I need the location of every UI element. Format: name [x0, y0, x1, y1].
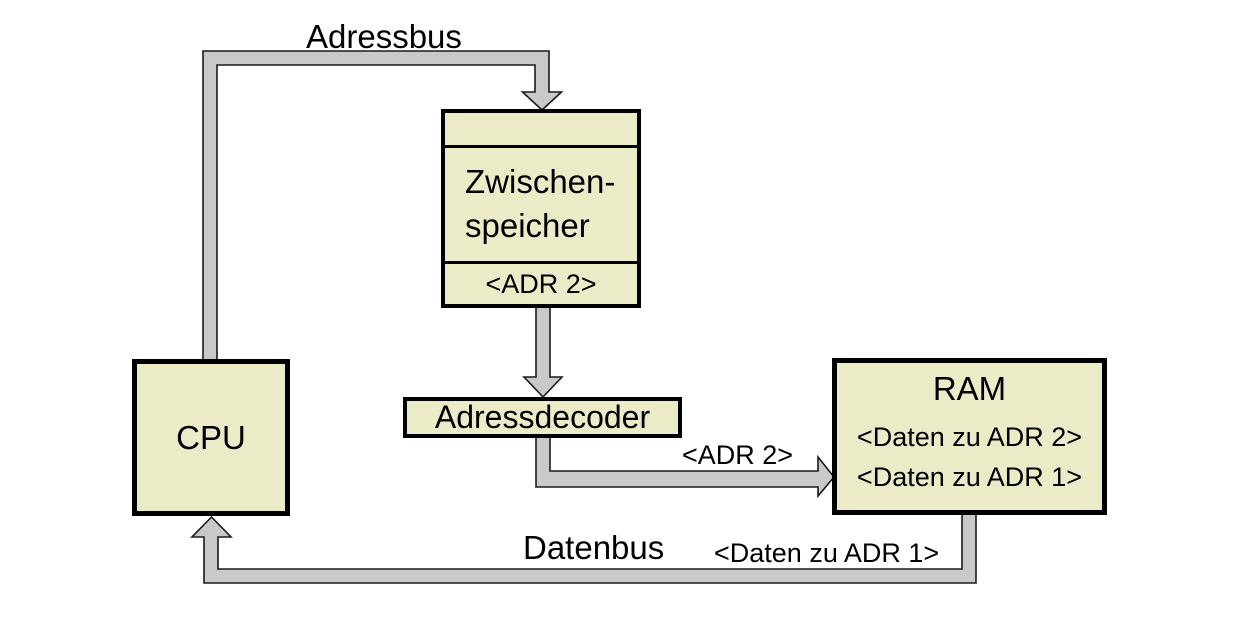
adr2-bus-label: <ADR 2>	[682, 440, 794, 470]
ram-box: RAM <Daten zu ADR 2> <Daten zu ADR 1>	[832, 358, 1107, 515]
adressbus-label: Adressbus	[306, 18, 462, 55]
ram-row-adr2: <Daten zu ADR 2>	[856, 422, 1083, 452]
ram-row-adr1: <Daten zu ADR 1>	[856, 462, 1083, 492]
decoder-to-ram-pipe	[535, 436, 836, 499]
buffer-label: Zwischen- speicher	[445, 148, 637, 264]
address-decoder-box: Adressdecoder	[403, 397, 682, 438]
buffer-to-decoder-pipe	[522, 306, 564, 399]
buffer-register-slot: <ADR 2>	[445, 264, 637, 304]
adressbus-pipe	[202, 50, 564, 361]
buffer-register-value: <ADR 2>	[485, 268, 597, 299]
buffer-box: Zwischen- speicher <ADR 2>	[441, 109, 641, 308]
datenbus-pipe	[190, 513, 977, 584]
address-decoder-label: Adressdecoder	[434, 399, 651, 435]
cpu-box: CPU	[132, 359, 290, 516]
buffer-label-line1: Zwischen-	[465, 163, 616, 200]
daten-zu-adr1-bus-label: <Daten zu ADR 1>	[714, 538, 940, 568]
ram-title: RAM	[932, 370, 1007, 407]
datenbus-label: Datenbus	[523, 529, 665, 566]
ram-contents: <Daten zu ADR 2> <Daten zu ADR 1>	[837, 417, 1102, 497]
buffer-empty-slot	[445, 113, 637, 148]
cpu-label: CPU	[176, 418, 246, 456]
buffer-label-line2: speicher	[465, 207, 590, 244]
